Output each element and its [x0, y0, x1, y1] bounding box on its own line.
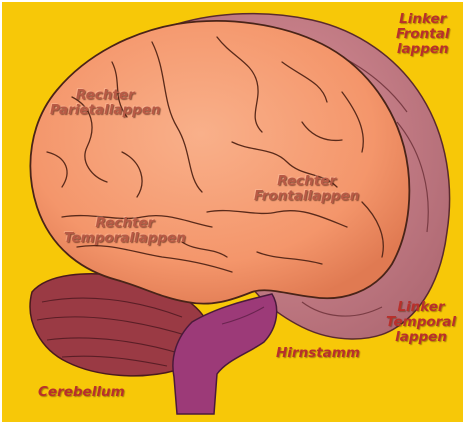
label-line: Rechter: [64, 216, 186, 231]
label-line: Frontallappen: [254, 189, 359, 204]
label-linker-temporallappen: Linker Temporal lappen: [386, 300, 456, 345]
label-line: Linker: [396, 12, 449, 27]
label-line: lappen: [386, 330, 456, 345]
label-rechter-parietallappen: Rechter Parietallappen: [50, 88, 161, 118]
label-line: Temporallappen: [64, 231, 186, 246]
label-rechter-frontallappen: Rechter Frontallappen: [254, 174, 359, 204]
label-cerebellum: Cerebellum: [38, 385, 125, 400]
label-linker-frontallappen: Linker Frontal lappen: [396, 12, 449, 57]
label-rechter-temporallappen: Rechter Temporallappen: [64, 216, 186, 246]
label-line: lappen: [396, 42, 449, 57]
label-line: Parietallappen: [50, 103, 161, 118]
label-line: Frontal: [396, 27, 449, 42]
label-line: Temporal: [386, 315, 456, 330]
label-line: Rechter: [50, 88, 161, 103]
right-hemisphere: [30, 21, 409, 304]
label-hirnstamm: Hirnstamm: [276, 346, 360, 361]
label-line: Linker: [386, 300, 456, 315]
label-line: Rechter: [254, 174, 359, 189]
